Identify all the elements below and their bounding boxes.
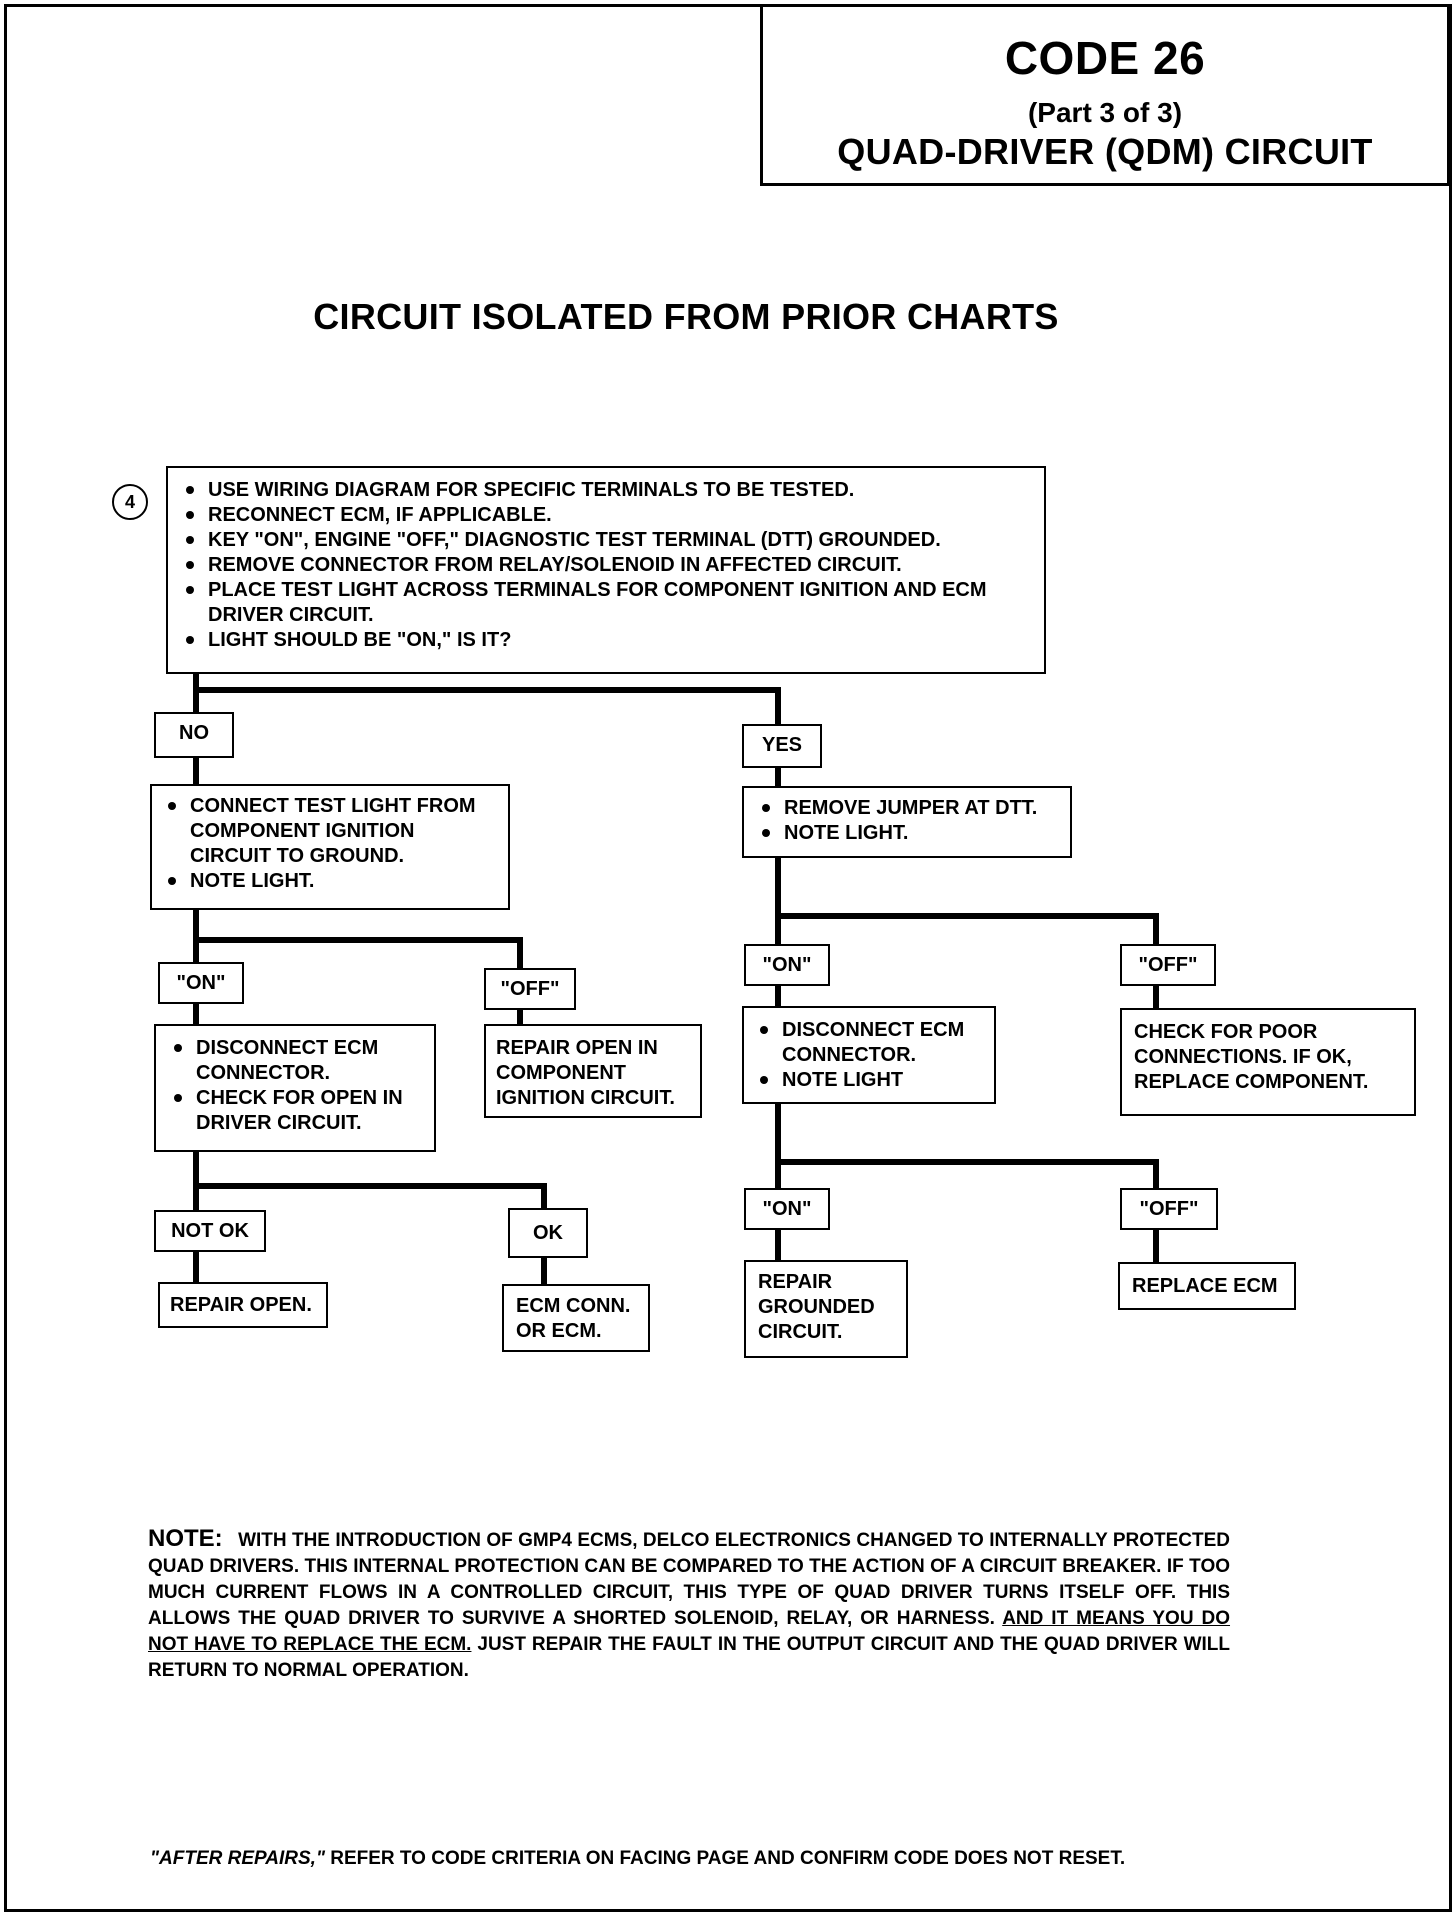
yes-action-box: REMOVE JUMPER AT DTT. NOTE LIGHT.: [742, 786, 1072, 858]
no-label: NO: [154, 712, 234, 758]
code-part: (Part 3 of 3): [1027, 97, 1183, 128]
bottom-off-label: "OFF": [1120, 1188, 1218, 1230]
list-item: DISCONNECT ECM CONNECTOR.: [752, 1018, 984, 1068]
ok-action-box: ECM CONN. OR ECM.: [502, 1284, 650, 1352]
step-marker: 4: [112, 484, 148, 520]
left-on-action-box: DISCONNECT ECM CONNECTOR. CHECK FOR OPEN…: [154, 1024, 436, 1152]
yes-label: YES: [742, 724, 822, 768]
right-off-action-box: CHECK FOR POOR CONNECTIONS. IF OK, REPLA…: [1120, 1008, 1416, 1116]
list-item: KEY "ON", ENGINE "OFF," DIAGNOSTIC TEST …: [178, 528, 1030, 553]
list-item: REMOVE JUMPER AT DTT.: [754, 796, 1058, 821]
note-heading: NOTE:: [148, 1525, 223, 1552]
list-item: CONNECT TEST LIGHT FROM COMPONENT IGNITI…: [160, 794, 496, 869]
right-on-action-box: DISCONNECT ECM CONNECTOR. NOTE LIGHT: [742, 1006, 996, 1104]
list-item: USE WIRING DIAGRAM FOR SPECIFIC TERMINAL…: [178, 478, 1030, 503]
not-ok-action-box: REPAIR OPEN.: [158, 1282, 328, 1328]
list-item: NOTE LIGHT.: [754, 821, 1058, 846]
right-on-label: "ON": [744, 944, 830, 986]
start-instructions-box: USE WIRING DIAGRAM FOR SPECIFIC TERMINAL…: [166, 466, 1046, 674]
left-off-label: "OFF": [484, 968, 576, 1010]
bottom-off-action-box: REPLACE ECM: [1118, 1262, 1296, 1310]
list-item: CHECK FOR OPEN IN DRIVER CIRCUIT.: [166, 1086, 424, 1136]
list-item: DISCONNECT ECM CONNECTOR.: [166, 1036, 424, 1086]
left-on-label: "ON": [158, 962, 244, 1004]
start-instructions-list: USE WIRING DIAGRAM FOR SPECIFIC TERMINAL…: [178, 478, 1030, 653]
list-item: NOTE LIGHT: [752, 1068, 984, 1093]
list-item: LIGHT SHOULD BE "ON," IS IT?: [178, 628, 1030, 653]
no-action-box: CONNECT TEST LIGHT FROM COMPONENT IGNITI…: [150, 784, 510, 910]
not-ok-label: NOT OK: [154, 1210, 266, 1252]
list-item: PLACE TEST LIGHT ACROSS TERMINALS FOR CO…: [178, 578, 1030, 628]
code-header: CODE 26 (Part 3 of 3) QUAD-DRIVER (QDM) …: [760, 4, 1450, 186]
left-off-action-box: REPAIR OPEN IN COMPONENT IGNITION CIRCUI…: [484, 1024, 702, 1118]
note-text: WITH THE INTRODUCTION OF GMP4 ECMS, DELC…: [148, 1530, 1230, 1629]
ok-label: OK: [508, 1208, 588, 1258]
footer-instruction: "AFTER REPAIRS," REFER TO CODE CRITERIA …: [150, 1848, 1350, 1870]
note-underlined-text: AND IT MEANS YOU DO NOT HAVE TO REPLACE …: [148, 1608, 1231, 1655]
list-item: REMOVE CONNECTOR FROM RELAY/SOLENOID IN …: [178, 553, 1030, 578]
list-item: NOTE LIGHT.: [160, 869, 496, 894]
bottom-on-label: "ON": [744, 1188, 830, 1230]
right-off-label: "OFF": [1120, 944, 1216, 986]
bottom-on-action-box: REPAIR GROUNDED CIRCUIT.: [744, 1260, 908, 1358]
note-text-end: JUST REPAIR THE FAULT IN THE OUTPUT CIRC…: [148, 1634, 1231, 1681]
code-title: CODE 26: [1004, 32, 1206, 84]
code-subtitle: QUAD-DRIVER (QDM) CIRCUIT: [837, 131, 1373, 172]
chart-title: CIRCUIT ISOLATED FROM PRIOR CHARTS: [313, 296, 1059, 337]
list-item: RECONNECT ECM, IF APPLICABLE.: [178, 503, 1030, 528]
note-paragraph: NOTE: WITH THE INTRODUCTION OF GMP4 ECMS…: [148, 1526, 1230, 1684]
footer-text: REFER TO CODE CRITERIA ON FACING PAGE AN…: [330, 1848, 1126, 1869]
page-border: [4, 4, 1452, 1912]
footer-italic: "AFTER REPAIRS,": [150, 1848, 325, 1869]
